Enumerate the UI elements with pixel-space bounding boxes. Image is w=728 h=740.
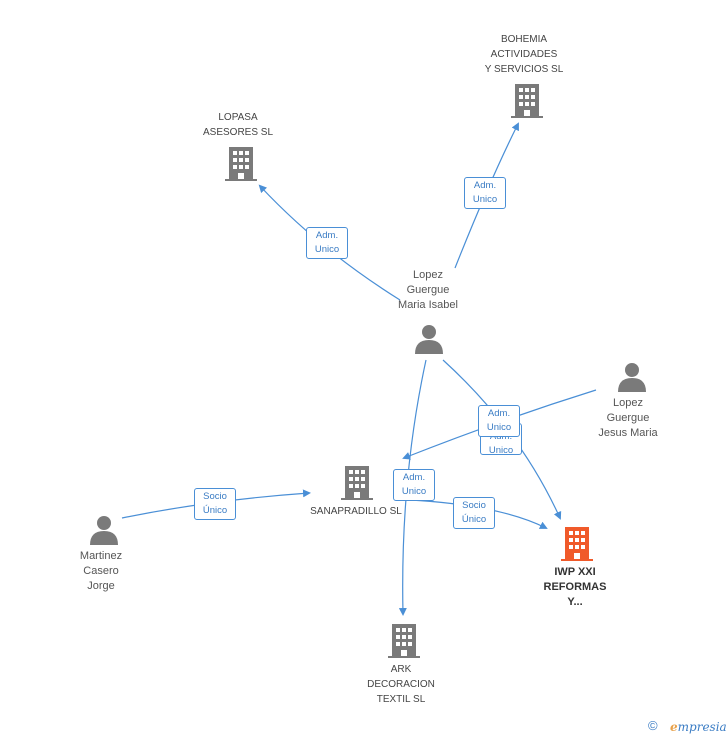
node-label-bohemia[interactable]: BOHEMIA ACTIVIDADES Y SERVICIOS SL xyxy=(484,34,564,75)
empresia-logo[interactable]: empresia xyxy=(670,720,727,734)
node-label-lopasa[interactable]: LOPASA ASESORES SL xyxy=(202,112,274,138)
node-label-iwp[interactable]: IWP XXI REFORMAS Y... xyxy=(543,566,607,608)
relation-badge-isabel-ark: Adm. Unico xyxy=(393,469,435,501)
building-icon-sanapradillo xyxy=(341,466,373,500)
node-label-ark[interactable]: ARK DECORACION TEXTIL SL xyxy=(367,664,435,705)
node-label-lopez-isabel[interactable]: Lopez Guergue Maria Isabel xyxy=(398,269,458,311)
node-label-lopez-jesus[interactable]: Lopez Guergue Jesus Maria xyxy=(598,397,658,439)
relation-badge-martinez-socio: Socio Único xyxy=(194,488,236,520)
building-icon-lopasa xyxy=(225,147,257,181)
person-icon-jesus xyxy=(618,363,646,392)
relation-badge-jesus-1: Adm. Unico xyxy=(478,405,520,437)
relation-badge-isabel-lopasa: Adm. Unico xyxy=(306,227,348,259)
relation-badge-sanapradillo-iwp-socio: Socio Único xyxy=(453,497,495,529)
building-icon-ark xyxy=(388,624,420,658)
person-icon-martinez xyxy=(90,516,118,545)
person-icon-isabel xyxy=(415,325,443,354)
node-label-sanapradillo[interactable]: SANAPRADILLO SL xyxy=(310,506,402,517)
copyright-symbol: © xyxy=(648,718,658,733)
building-icon-iwp xyxy=(561,527,593,561)
building-icon-bohemia xyxy=(511,84,543,118)
relation-badge-isabel-bohemia: Adm. Unico xyxy=(464,177,506,209)
node-label-martinez[interactable]: Martinez Casero Jorge xyxy=(79,550,123,592)
